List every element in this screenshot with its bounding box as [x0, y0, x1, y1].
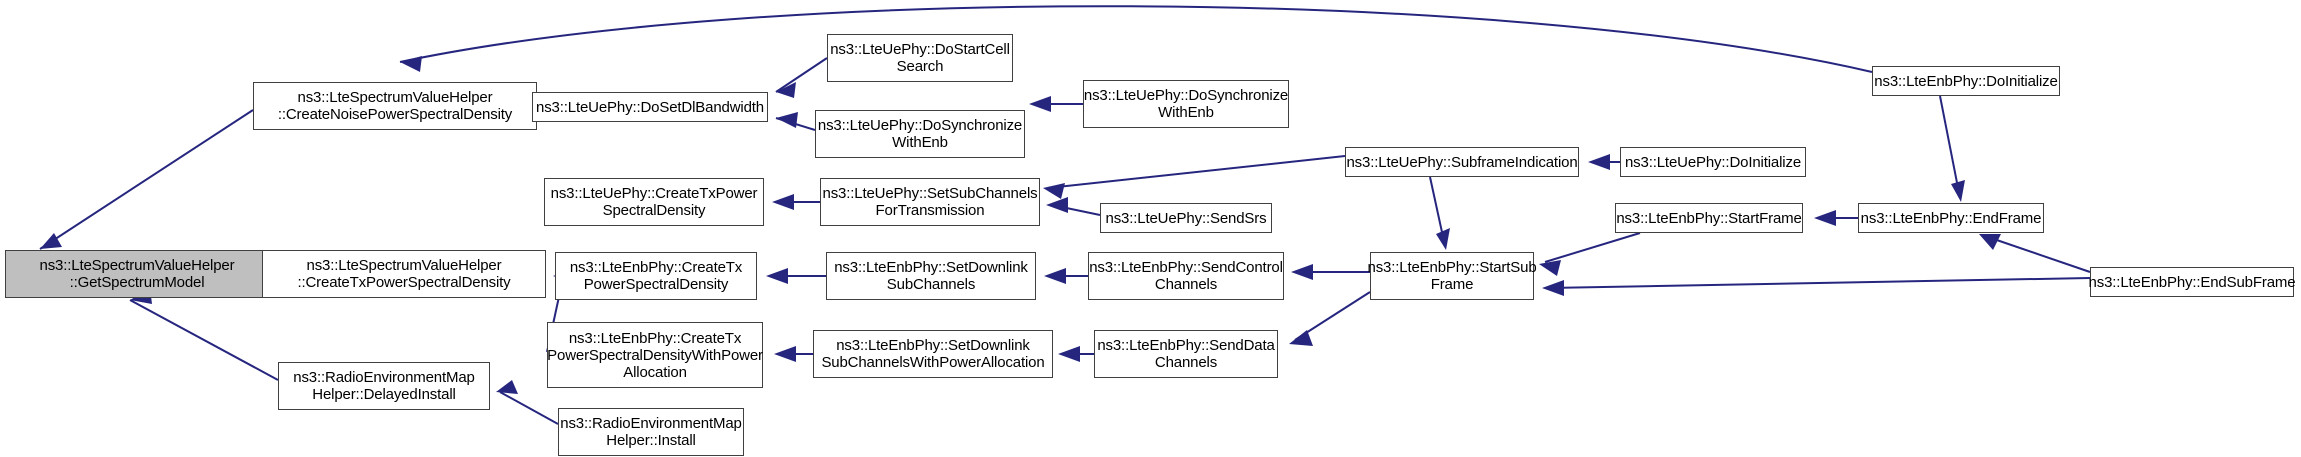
graph-edge	[1051, 204, 1101, 216]
graph-node[interactable]: ns3::RadioEnvironmentMap Helper::Delayed…	[278, 362, 490, 410]
graph-node[interactable]: ns3::LteUePhy::SetSubChannels ForTransmi…	[820, 178, 1040, 226]
graph-edge-arrowhead	[1814, 210, 1836, 226]
graph-edge-arrowhead	[1588, 154, 1610, 170]
graph-edge	[129, 299, 279, 381]
graph-node-label: ns3::LteEnbPhy::EndSubFrame	[2088, 273, 2296, 291]
graph-node-label: ns3::LteEnbPhy::SetDownlink SubChannelsW…	[821, 337, 1045, 371]
graph-node-label: ns3::LteSpectrumValueHelper ::CreateNois…	[277, 89, 513, 123]
graph-edge	[775, 117, 816, 131]
graph-node-label: ns3::LteUePhy::SubframeIndication	[1346, 153, 1578, 171]
graph-node-label: ns3::LteEnbPhy::SendControl Channels	[1089, 259, 1283, 293]
graph-node[interactable]: ns3::LteUePhy::DoSynchronize WithEnb	[1083, 80, 1289, 128]
graph-edge-arrowhead	[1979, 234, 2001, 250]
graph-edge	[1294, 291, 1371, 341]
graph-edge	[1984, 235, 2091, 273]
graph-edge-arrowhead	[1291, 264, 1313, 280]
graph-edge-arrowhead	[1436, 228, 1450, 250]
graph-node[interactable]: ns3::LteEnbPhy::CreateTx PowerSpectralDe…	[555, 252, 757, 300]
graph-node-label: ns3::LteUePhy::DoSynchronize WithEnb	[817, 117, 1023, 151]
graph-edge	[1047, 155, 1346, 189]
graph-node-label: ns3::RadioEnvironmentMap Helper::Delayed…	[293, 369, 475, 403]
graph-node[interactable]: ns3::LteUePhy::SubframeIndication	[1345, 147, 1579, 177]
graph-node-label: ns3::LteUePhy::DoSynchronize WithEnb	[1083, 87, 1289, 121]
graph-node-label: ns3::LteUePhy::SendSrs	[1105, 209, 1267, 227]
graph-edge	[1544, 232, 1641, 263]
graph-edge-arrowhead	[1046, 197, 1068, 213]
graph-node[interactable]: ns3::LteEnbPhy::SetDownlink SubChannelsW…	[813, 330, 1053, 378]
graph-node-label: ns3::LteEnbPhy::EndFrame	[1860, 209, 2042, 227]
graph-node-label: ns3::LteEnbPhy::StartFrame	[1616, 209, 1802, 227]
graph-node-label: ns3::LteEnbPhy::SetDownlink SubChannels	[834, 259, 1028, 293]
graph-edge-arrowhead	[774, 346, 796, 362]
graph-edge-arrowhead	[772, 194, 794, 210]
graph-node-label: ns3::LteSpectrumValueHelper ::GetSpectru…	[39, 257, 235, 291]
graph-node[interactable]: ns3::LteSpectrumValueHelper ::CreateNois…	[253, 82, 537, 130]
graph-edge-arrowhead	[1539, 260, 1561, 276]
graph-edge-arrowhead	[1542, 280, 1564, 296]
graph-node[interactable]: ns3::LteUePhy::DoSynchronize WithEnb	[815, 110, 1025, 158]
graph-edge-arrowhead	[1289, 330, 1313, 346]
graph-node[interactable]: ns3::RadioEnvironmentMap Helper::Install	[558, 408, 744, 456]
graph-edge-arrowhead	[400, 56, 422, 72]
graph-edge-arrowhead	[776, 82, 796, 98]
graph-node-label: ns3::LteUePhy::CreateTxPower SpectralDen…	[550, 185, 758, 219]
graph-node[interactable]: ns3::LteEnbPhy::SetDownlink SubChannels	[826, 252, 1036, 300]
graph-edge	[1429, 176, 1446, 247]
graph-node-label: ns3::LteEnbPhy::StartSub Frame	[1367, 259, 1537, 293]
graph-edge-arrowhead	[40, 233, 62, 249]
graph-edge	[39, 109, 254, 250]
graph-node-label: ns3::LteUePhy::DoSetDlBandwidth	[536, 98, 764, 116]
graph-edge-arrowhead	[1058, 346, 1080, 362]
graph-node[interactable]: ns3::LteEnbPhy::StartFrame	[1615, 203, 1803, 233]
graph-node-label: ns3::LteEnbPhy::DoInitialize	[1874, 72, 2058, 90]
graph-node[interactable]: ns3::LteUePhy::DoInitialize	[1620, 147, 1806, 177]
graph-node[interactable]: ns3::LteUePhy::DoSetDlBandwidth	[532, 92, 768, 122]
graph-node-label: ns3::LteUePhy::SetSubChannels ForTransmi…	[822, 185, 1038, 219]
graph-node[interactable]: ns3::LteUePhy::CreateTxPower SpectralDen…	[544, 178, 764, 226]
graph-node-label: ns3::LteSpectrumValueHelper ::CreateTxPo…	[297, 257, 511, 291]
graph-node: ns3::LteSpectrumValueHelper ::GetSpectru…	[5, 250, 269, 298]
graph-node-label: ns3::RadioEnvironmentMap Helper::Install	[560, 415, 742, 449]
graph-node[interactable]: ns3::LteSpectrumValueHelper ::CreateTxPo…	[262, 250, 546, 298]
graph-edge	[499, 391, 559, 425]
graph-edge-arrowhead	[496, 380, 518, 394]
graph-edge-arrowhead	[766, 268, 788, 284]
graph-edge-arrowhead	[1043, 183, 1065, 199]
graph-node[interactable]: ns3::LteUePhy::SendSrs	[1100, 203, 1272, 233]
graph-edge-arrowhead	[1029, 96, 1051, 112]
graph-node-label: ns3::LteUePhy::DoInitialize	[1624, 153, 1802, 171]
graph-node[interactable]: ns3::LteEnbPhy::StartSub Frame	[1367, 252, 1537, 300]
graph-node[interactable]: ns3::LteEnbPhy::EndFrame	[1858, 203, 2044, 233]
graph-node[interactable]: ns3::LteEnbPhy::SendData Channels	[1094, 330, 1278, 378]
graph-edge	[1547, 277, 2091, 289]
graph-edge	[399, 5, 1873, 73]
graph-node-label: ns3::LteEnbPhy::CreateTx PowerSpectralDe…	[569, 259, 743, 293]
graph-edge-arrowhead	[1044, 268, 1066, 284]
graph-node[interactable]: ns3::LteEnbPhy::DoInitialize	[1872, 66, 2060, 96]
graph-node[interactable]: ns3::LteEnbPhy::SendControl Channels	[1088, 252, 1284, 300]
graph-node[interactable]: ns3::LteEnbPhy::EndSubFrame	[2088, 267, 2296, 297]
graph-node[interactable]: ns3::LteUePhy::DoStartCell Search	[827, 34, 1013, 82]
graph-node-label: ns3::LteUePhy::DoStartCell Search	[830, 41, 1010, 75]
graph-node-label: ns3::LteEnbPhy::SendData Channels	[1097, 337, 1275, 371]
graph-node-label: ns3::LteEnbPhy::CreateTx PowerSpectralDe…	[547, 329, 763, 381]
graph-edge-arrowhead	[1951, 180, 1965, 202]
graph-node[interactable]: ns3::LteEnbPhy::CreateTx PowerSpectralDe…	[547, 322, 763, 388]
graph-edge	[1939, 95, 1961, 199]
graph-edge-arrowhead	[776, 112, 798, 128]
graph-edge	[775, 57, 828, 93]
